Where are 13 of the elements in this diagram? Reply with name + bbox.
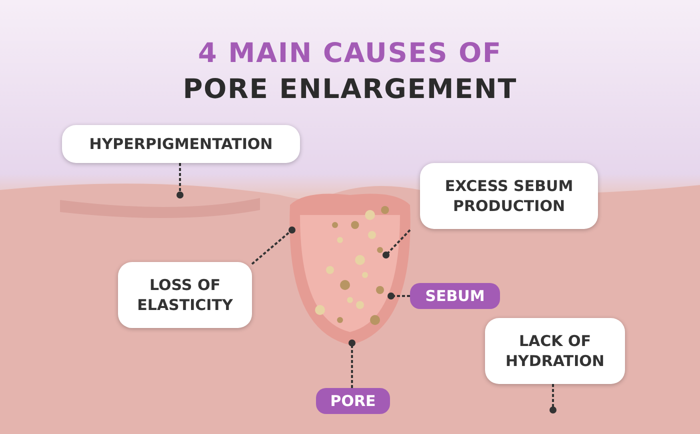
callout-box: HYPERPIGMENTATION [62, 125, 300, 163]
leader-line [348, 340, 356, 388]
title: 4 MAIN CAUSES OF PORE ENLARGEMENT [182, 37, 518, 107]
leader-line [176, 163, 184, 198]
leader-line [550, 384, 556, 414]
label-tag: PORE [316, 388, 390, 414]
leader-line [382, 229, 411, 258]
leader-line [251, 226, 296, 265]
callout-box: LOSS OF ELASTICITY [118, 262, 252, 328]
callout-box: EXCESS SEBUM PRODUCTION [420, 163, 598, 229]
leader-line [388, 292, 410, 300]
label-tag: SEBUM [410, 283, 500, 309]
callout-box: LACK OF HYDRATION [485, 318, 625, 384]
